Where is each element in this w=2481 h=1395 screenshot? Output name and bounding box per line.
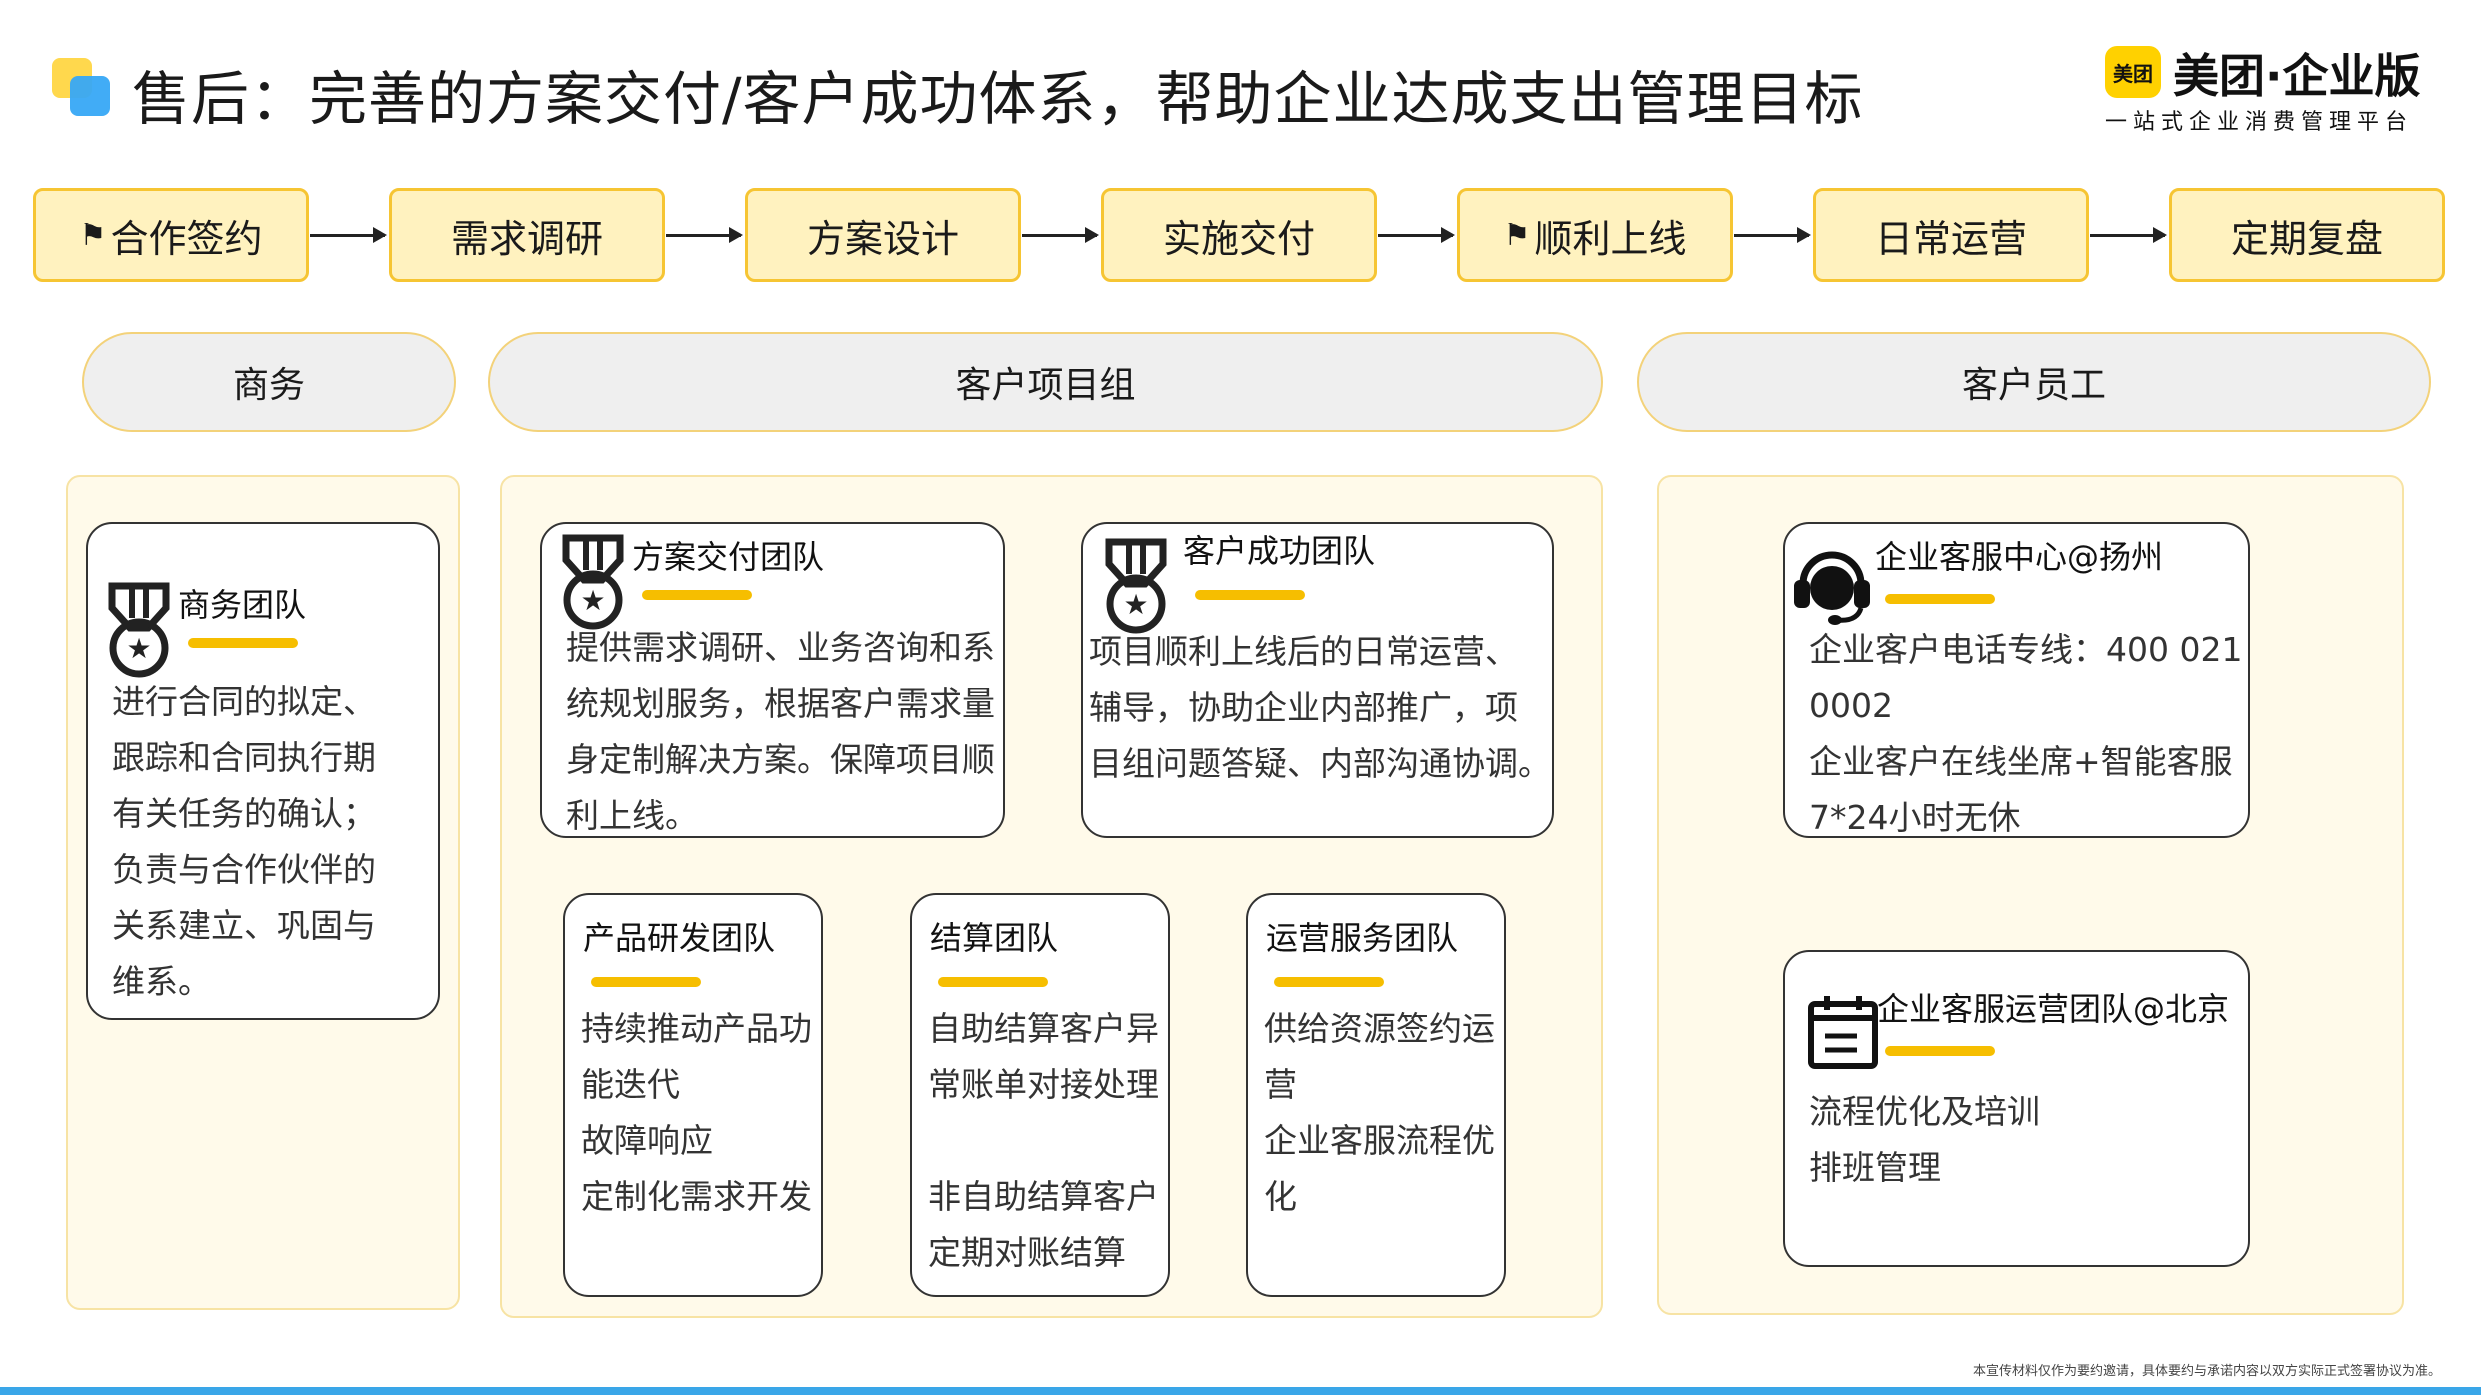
card-body: 提供需求调研、业务咨询和系 统规划服务，根据客户需求量 身定制解决方案。保障项目… [566,628,995,835]
arrow-icon [666,227,743,243]
card-title: 商务团队 [178,586,307,624]
card-body: 自助结算客户异 常账单对接处理 非自助结算客户 定期对账结算 [928,1009,1159,1272]
card-title: 客户成功团队 [1183,532,1376,570]
card-body: 项目顺利上线后的日常运营、 辅导，协助企业内部推广，项 目组问题答疑、内部沟通协… [1089,632,1551,783]
card-title: 产品研发团队 [583,919,776,957]
headset-icon [1794,551,1870,625]
step-label: 定期复盘 [2230,216,2383,261]
step-label: 实施交付 [1162,216,1315,261]
group-business: 商务 [82,332,456,432]
step-daily-operation: 日常运营 [1813,188,2089,282]
card-body: 企业客户电话专线：400 021 0002 企业客户在线坐席+智能客服 7*24… [1809,630,2243,837]
card-rd-team: 产品研发团队 持续推动产品功 能迭代 故障响应 定制化需求开发 [563,893,823,1297]
step-label: 顺利上线 [1534,216,1687,261]
flag-icon: ⚑ [79,217,107,253]
accent-bar [188,638,298,648]
step-implementation: 实施交付 [1101,188,1377,282]
card-title: 企业客服运营团队@北京 [1877,990,2230,1028]
card-title: 企业客服中心@扬州 [1875,538,2164,576]
card-title: 方案交付团队 [632,538,825,576]
step-requirement-research: 需求调研 [389,188,665,282]
step-solution-design: 方案设计 [745,188,1021,282]
svg-text:★: ★ [580,584,605,617]
card-body: 供给资源签约运 营 企业客服流程优 化 [1264,1009,1495,1216]
flag-icon: ⚑ [1503,217,1531,253]
arrow-icon [310,227,387,243]
medal-icon: ★ [108,582,170,678]
card-settlement-team: 结算团队 自助结算客户异 常账单对接处理 非自助结算客户 定期对账结算 [910,893,1170,1297]
step-sign-contract: ⚑ 合作签约 [33,188,309,282]
group-employee: 客户员工 [1637,332,2431,432]
accent-bar [1274,977,1384,987]
card-business-team: ★ 商务团队 进行合同的拟定、 跟踪和合同执行期 有关任务的确认； 负责与合作伙… [86,522,440,1020]
brand-name: 美团·企业版 [2173,49,2421,103]
brand-logo: 美团 美团·企业版 一站式企业消费管理平台 [2105,40,2435,140]
disclaimer-text: 本宣传材料仅作为要约邀请，具体要约与承诺内容以双方实际正式签署协议为准。 [1972,1364,2441,1379]
group-project: 客户项目组 [488,332,1603,432]
step-label: 合作签约 [110,216,263,261]
arrow-icon [1734,227,1811,243]
accent-bar [1195,590,1305,600]
svg-text:★: ★ [1123,588,1148,621]
card-delivery-team: ★ 方案交付团队 提供需求调研、业务咨询和系 统规划服务，根据客户需求量 身定制… [540,522,1005,838]
accent-bar [1885,1046,1995,1056]
card-title: 运营服务团队 [1266,919,1459,957]
accent-bar [591,977,701,987]
step-label: 需求调研 [450,216,603,261]
page-title: 售后：完善的方案交付/客户成功体系，帮助企业达成支出管理目标 [132,65,1864,133]
card-service-center: 企业客服中心@扬州 企业客户电话专线：400 021 0002 企业客户在线坐席… [1783,522,2250,838]
card-success-team: ★ 客户成功团队 项目顺利上线后的日常运营、 辅导，协助企业内部推广，项 目组问… [1081,522,1554,838]
step-periodic-review: 定期复盘 [2169,188,2445,282]
card-ops-team: 运营服务团队 供给资源签约运 营 企业客服流程优 化 [1246,893,1506,1297]
card-body: 进行合同的拟定、 跟踪和合同执行期 有关任务的确认； 负责与合作伙伴的 关系建立… [112,682,376,1001]
accent-bar [1885,594,1995,604]
step-label: 方案设计 [806,216,959,261]
card-body: 持续推动产品功 能迭代 故障响应 定制化需求开发 [581,1009,812,1216]
title-logo-icon [52,58,110,116]
accent-bar [642,590,752,600]
svg-text:★: ★ [126,632,151,665]
card-title: 结算团队 [930,919,1059,957]
arrow-icon [2090,227,2167,243]
step-label: 日常运营 [1874,216,2027,261]
brand-badge: 美团 [2105,46,2161,98]
medal-icon: ★ [1105,538,1167,634]
step-go-live: ⚑ 顺利上线 [1457,188,1733,282]
medal-icon: ★ [562,534,624,630]
bottom-accent-line [0,1387,2481,1395]
arrow-icon [1378,227,1455,243]
arrow-icon [1022,227,1099,243]
brand-tagline: 一站式企业消费管理平台 [2105,110,2414,135]
calendar-icon [1808,996,1878,1069]
card-body: 流程优化及培训 排班管理 [1809,1092,2040,1187]
accent-bar [938,977,1048,987]
card-service-ops: 企业客服运营团队@北京 流程优化及培训 排班管理 [1783,950,2250,1267]
